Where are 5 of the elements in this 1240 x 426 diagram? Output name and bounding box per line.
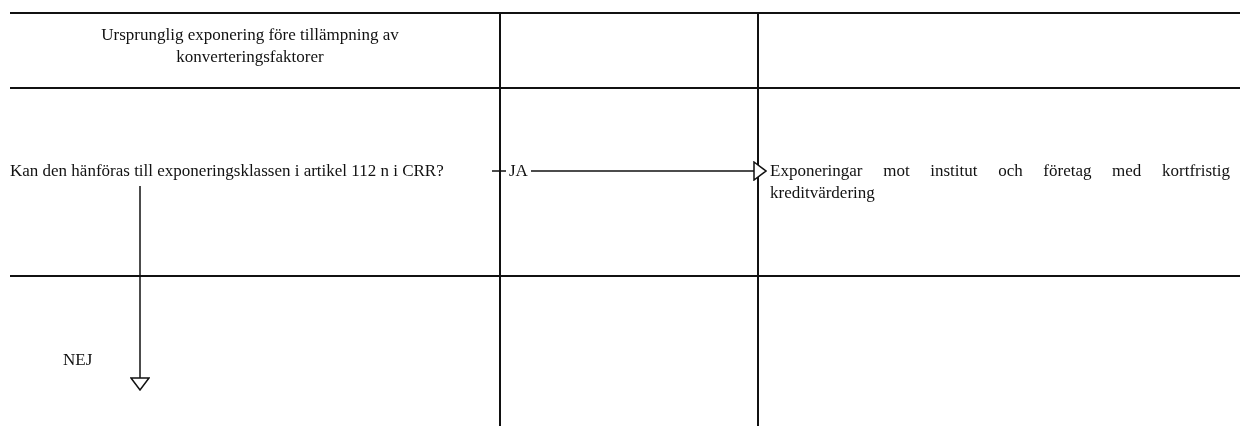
header-text: Ursprunglig exponering före tillämpning av konverteringsfaktorer xyxy=(30,24,470,68)
question-text: Kan den hänföras till exponeringsklassen i artikel 112 n i CRR? xyxy=(10,160,490,182)
arrow xyxy=(130,185,150,391)
result-text: Exponeringar mot institut och företag med kortfristig kreditvärdering xyxy=(770,160,1230,204)
arrow xyxy=(491,161,767,181)
